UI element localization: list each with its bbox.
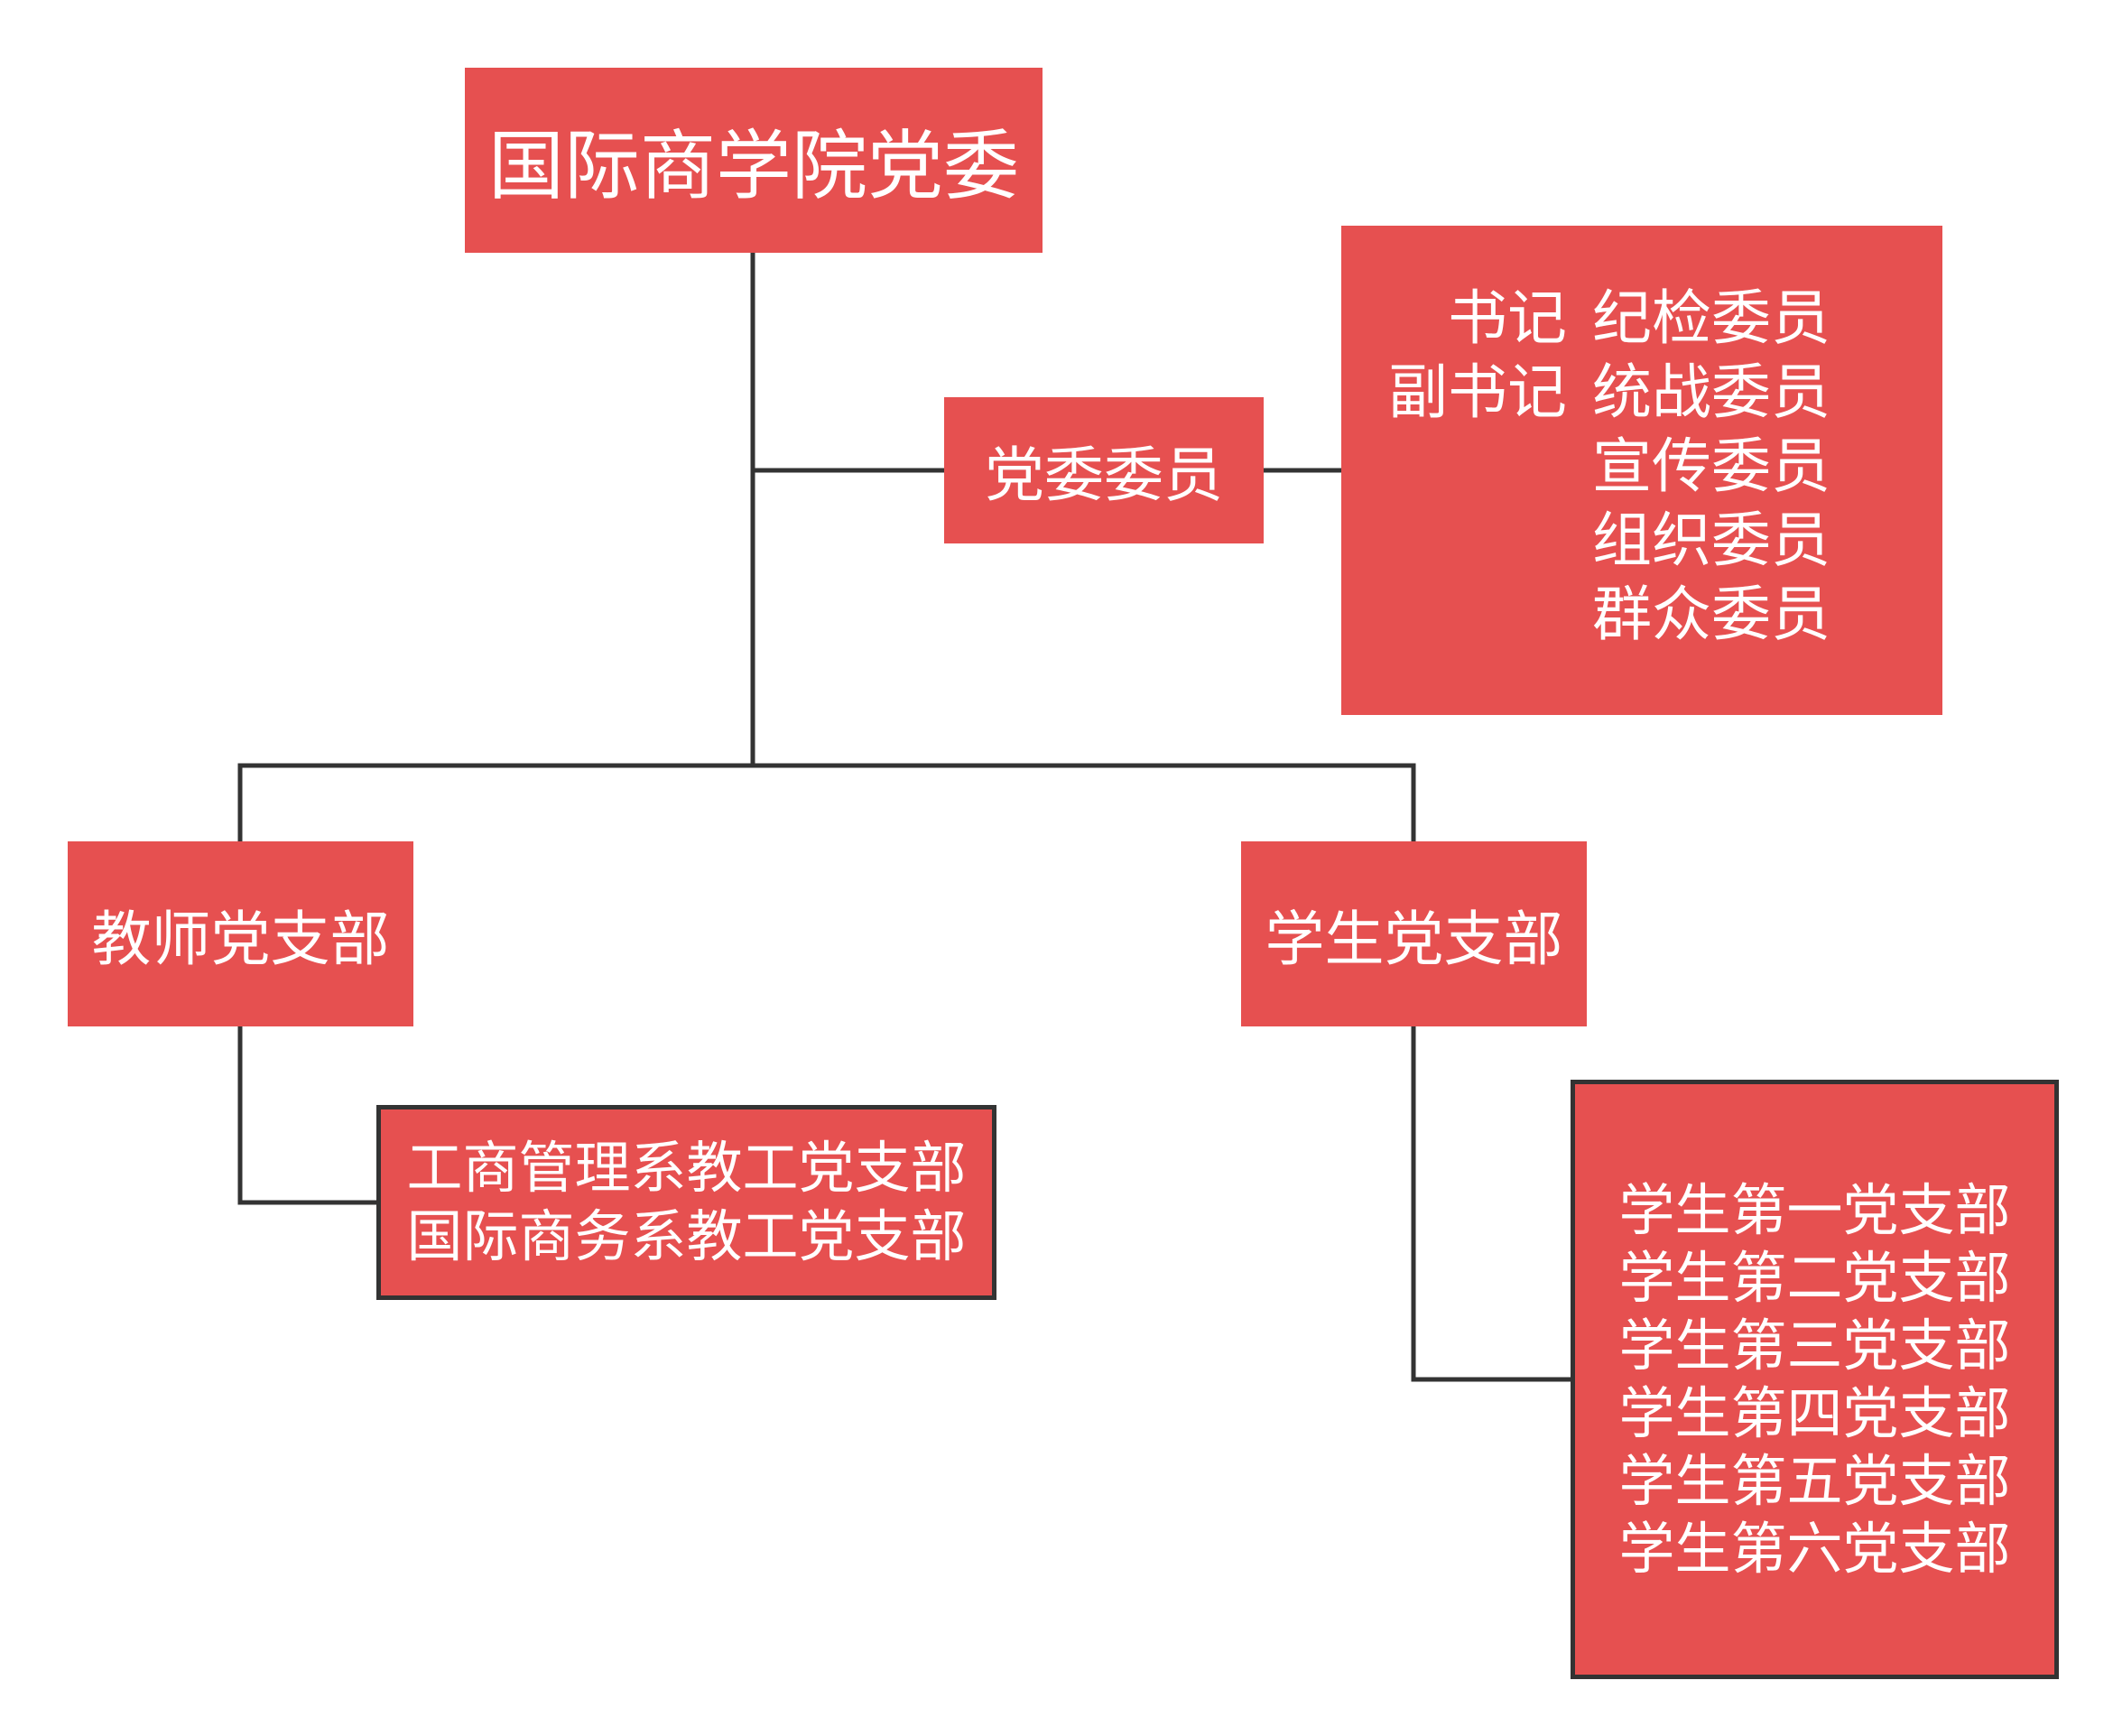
teacher-sub-branches-node[interactable]: 工商管理系教工党支部 国际商务系教工党支部: [376, 1105, 996, 1300]
teacher-sub-branch-list: 工商管理系教工党支部 国际商务系教工党支部: [406, 1134, 966, 1271]
sub-branch-item: 学生第一党支部: [1618, 1177, 2011, 1243]
role-item: 宣传委员: [1592, 432, 1830, 501]
role-item: 组织委员: [1592, 506, 1830, 575]
connector-student-to-sub: [1411, 1024, 1573, 1382]
teacher-branch-label: 教师党支部: [91, 904, 390, 974]
role-item: 统战委员: [1592, 357, 1830, 427]
roles-right-column: 纪检委员 统战委员 宣传委员 组织委员 群众委员: [1592, 282, 1830, 652]
role-item: 书记: [1448, 283, 1567, 353]
root-node-label: 国际商学院党委: [487, 122, 1019, 210]
committee-roles-node[interactable]: 书记 副书记 纪检委员 统战委员 宣传委员 组织委员 群众委员: [1341, 226, 1942, 715]
sub-branch-item: 国际商务系教工党支部: [406, 1203, 967, 1269]
connector-teacher-to-sub: [237, 1024, 379, 1205]
root-node-party-committee[interactable]: 国际商学院党委: [465, 68, 1043, 253]
sub-branch-item: 学生第二党支部: [1618, 1245, 2011, 1311]
student-sub-branches-node[interactable]: 学生第一党支部 学生第二党支部 学生第三党支部 学生第四党支部 学生第五党支部 …: [1571, 1080, 2059, 1679]
sub-branch-item: 工商管理系教工党支部: [406, 1135, 967, 1201]
role-item: 纪检委员: [1592, 283, 1830, 353]
connector-branch-bus: [237, 763, 1416, 844]
role-item: 副书记: [1388, 357, 1567, 427]
student-sub-branch-list: 学生第一党支部 学生第二党支部 学生第三党支部 学生第四党支部 学生第五党支部 …: [1618, 1176, 2010, 1583]
committee-members-node[interactable]: 党委委员: [944, 397, 1264, 543]
roles-left-column: 书记 副书记: [1388, 282, 1567, 430]
teacher-branch-node[interactable]: 教师党支部: [68, 841, 413, 1026]
sub-branch-item: 学生第三党支部: [1618, 1313, 2011, 1379]
role-item: 群众委员: [1592, 580, 1830, 649]
student-branch-node[interactable]: 学生党支部: [1241, 841, 1587, 1026]
sub-branch-item: 学生第六党支部: [1618, 1516, 2011, 1582]
sub-branch-item: 学生第五党支部: [1618, 1448, 2011, 1514]
committee-members-label: 党委委员: [985, 441, 1223, 510]
student-branch-label: 学生党支部: [1265, 904, 1563, 974]
sub-branch-item: 学生第四党支部: [1618, 1380, 2011, 1446]
